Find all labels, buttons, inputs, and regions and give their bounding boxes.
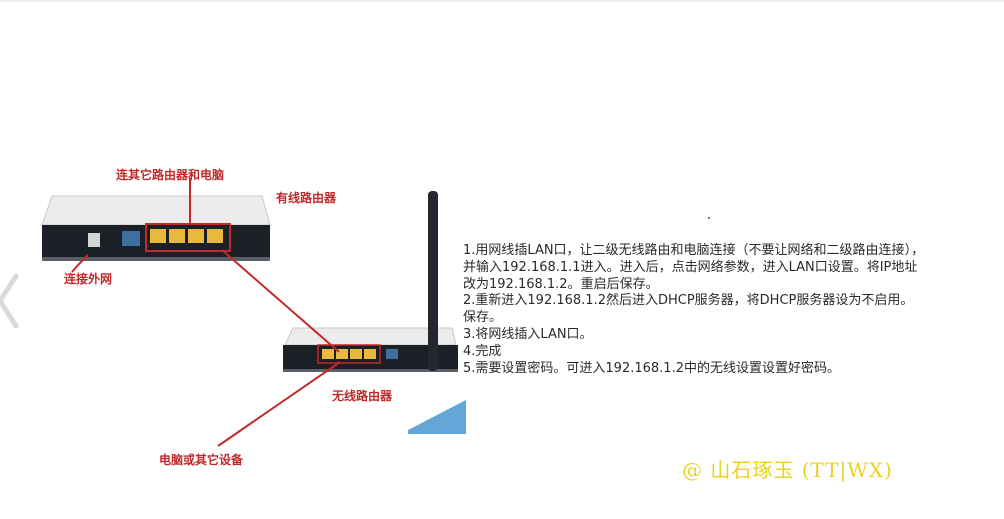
- label-connect-wan: 连接外网: [64, 272, 113, 286]
- stray-dot: [708, 217, 710, 219]
- label-pc-devices: 电脑或其它设备: [159, 453, 244, 467]
- wireless-router: [283, 191, 458, 372]
- watermark: @ 山石琢玉 (TT|WX): [682, 458, 893, 482]
- chevron-left-icon[interactable]: [0, 268, 28, 334]
- wired-router: [41, 195, 271, 261]
- step-item: 4.完成: [463, 343, 502, 359]
- antenna-icon: [428, 191, 438, 371]
- step-item: 3.将网线插入LAN口。: [463, 326, 593, 342]
- lan-port-highlight: [145, 223, 231, 252]
- label-wireless-router: 无线路由器: [332, 389, 393, 403]
- label-wired-router: 有线路由器: [276, 191, 337, 205]
- wireless-lan-port-highlight: [317, 344, 381, 364]
- decorative-accent: [408, 400, 466, 434]
- step-item: 1.用网线插LAN口，让二级无线路由和电脑连接（不要让网络和二级路由连接），并输…: [463, 243, 925, 292]
- step-item: 5.需要设置密码。可进入192.168.1.2中的无线设置设置好密码。: [463, 360, 840, 376]
- label-connect-other: 连其它路由器和电脑: [116, 168, 225, 182]
- step-item: 2.重新进入192.168.1.2然后进入DHCP服务器，将DHCP服务器设为不…: [463, 293, 914, 326]
- top-divider: [0, 0, 1004, 2]
- wan-port-icon: [122, 231, 140, 246]
- setup-steps: 1.用网线插LAN口，让二级无线路由和电脑连接（不要让网络和二级路由连接），并输…: [463, 243, 925, 377]
